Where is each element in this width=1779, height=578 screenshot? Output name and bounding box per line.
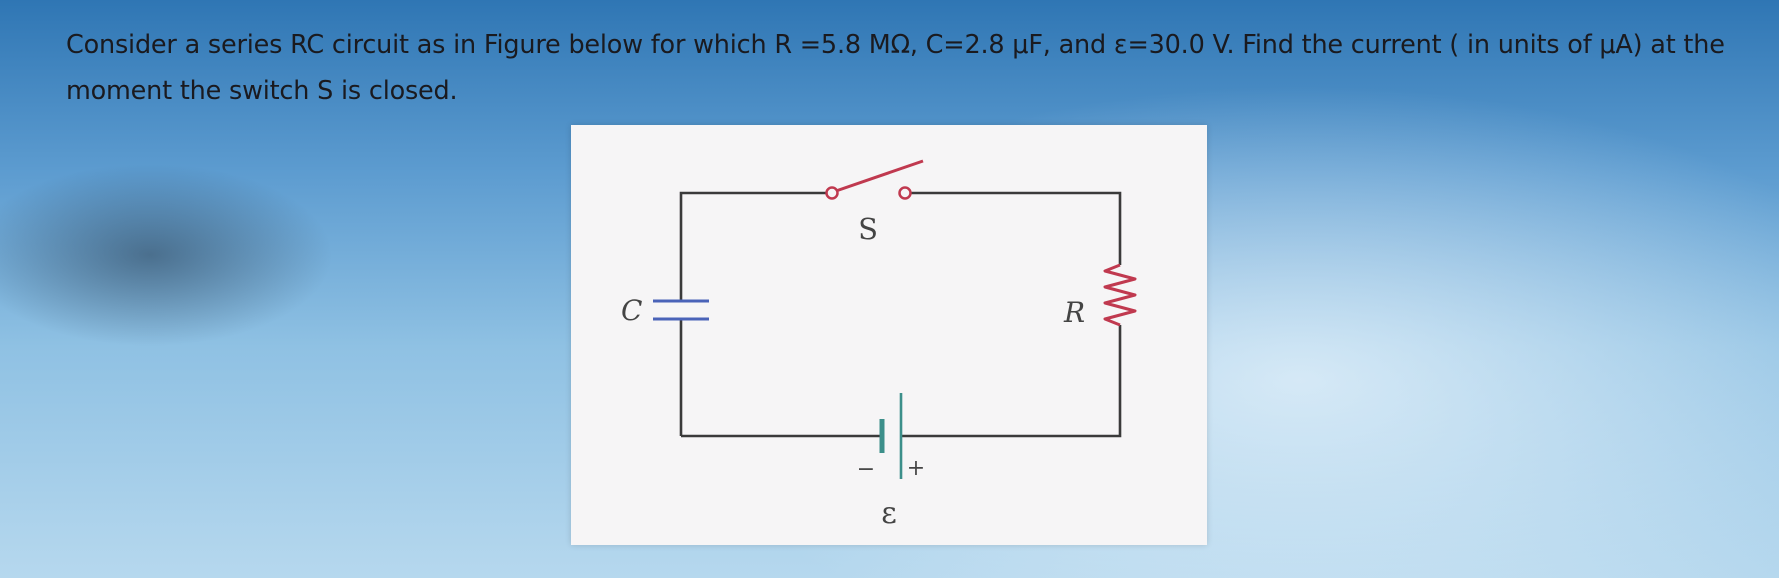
circuit-figure: S C R − + ε <box>571 125 1207 545</box>
switch-s <box>825 159 924 200</box>
circuit-diagram: S C R − + ε <box>621 159 1137 531</box>
capacitor-label: C <box>621 294 642 327</box>
battery-plus-sign: + <box>907 456 925 481</box>
switch-contact <box>898 186 912 200</box>
emf-label: ε <box>881 496 897 531</box>
battery <box>879 393 903 479</box>
wire-bottom-right <box>901 325 1122 438</box>
battery-minus-sign: − <box>857 457 875 482</box>
wire-top-left <box>679 191 829 295</box>
switch-pivot <box>825 186 839 200</box>
circuit-wires <box>679 191 1122 438</box>
question-text: Consider a series RC circuit as in Figur… <box>66 30 1725 106</box>
resistor <box>1103 263 1137 327</box>
switch-lever <box>832 159 924 194</box>
wire-top-right <box>911 191 1122 265</box>
capacitor <box>653 299 709 321</box>
switch-label: S <box>858 212 878 246</box>
resistor-label: R <box>1063 296 1085 329</box>
